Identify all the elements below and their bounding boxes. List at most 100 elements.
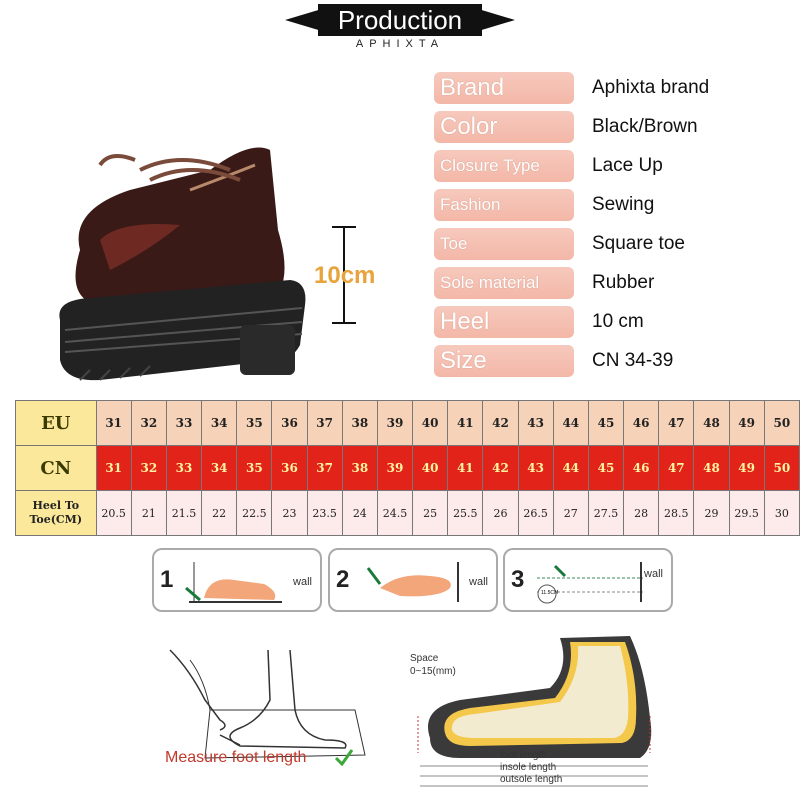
size-cell: 44 (552, 400, 589, 446)
size-cell: 25.5 (447, 490, 484, 536)
step-number: 3 (511, 566, 525, 593)
size-cell: 34 (201, 400, 238, 446)
size-cell: 49 (728, 400, 765, 446)
size-cell: 45 (587, 400, 625, 446)
size-cell: 50 (763, 445, 800, 491)
banner-subtitle: APHIXTA (355, 38, 445, 50)
size-cell: 30 (763, 490, 800, 536)
size-cell: 29 (693, 490, 730, 536)
size-cell: 35 (236, 400, 273, 446)
eu-label: EU (15, 400, 97, 446)
size-cell: 36 (271, 445, 308, 491)
size-cell: 34 (201, 445, 238, 491)
spec-value: Sewing (592, 194, 655, 215)
step-number: 2 (336, 566, 350, 593)
size-cell: 40 (412, 445, 449, 491)
heel-to-toe-label-line2: Toe(CM) (29, 513, 83, 526)
measure-ruler-icon (537, 562, 643, 604)
measure-step-2: 2 wall (328, 548, 498, 612)
size-cell: 32 (130, 400, 167, 446)
size-cell: 22.5 (236, 490, 273, 536)
size-cell: 43 (517, 445, 554, 491)
spec-value: Rubber (592, 272, 655, 293)
spec-row: Size CN 34-39 (434, 345, 774, 377)
spec-value: 10 cm (592, 311, 644, 332)
heel-to-toe-label-line1: Heel To (32, 499, 80, 512)
heel-height-marker (332, 226, 356, 324)
space-range: 0~15(mm) (410, 666, 456, 677)
spec-key: Size (434, 345, 574, 377)
size-cell: 42 (482, 445, 519, 491)
size-cell: 28 (623, 490, 660, 536)
spec-row: Brand Aphixta brand (434, 72, 774, 104)
size-cell: 42 (482, 400, 519, 446)
size-cell: 24 (341, 490, 378, 536)
measure-badge: 11.5CM (541, 590, 559, 596)
heel-height-label: 10cm (314, 262, 376, 289)
header-banner: Production APHIXTA (0, 0, 800, 60)
wall-label: wall (293, 576, 312, 588)
size-cell: 31 (95, 400, 132, 446)
measure-foot-sketch (169, 649, 366, 759)
spec-value: Aphixta brand (592, 77, 710, 98)
wall-label: wall (644, 568, 663, 580)
space-label: Space (410, 653, 439, 664)
spec-key: Brand (434, 72, 574, 104)
size-cell: 27 (552, 490, 589, 536)
measure-step-3: 3 11.5CM wall (503, 548, 673, 612)
size-cell: 38 (341, 445, 378, 491)
size-cell: 23 (271, 490, 308, 536)
spec-value: CN 34-39 (592, 350, 674, 371)
outsole-length-label: outsole length (500, 774, 563, 785)
size-cell: 36 (271, 400, 308, 446)
size-cell: 41 (447, 400, 484, 446)
size-cell: 33 (165, 445, 203, 491)
size-cell: 43 (517, 400, 554, 446)
spec-row: Sole material Rubber (434, 267, 774, 299)
size-cell: 39 (376, 400, 414, 446)
heel-to-toe-label: Heel To Toe(CM) (15, 490, 97, 536)
foot-side-icon (185, 562, 282, 603)
banner-title: Production (318, 4, 482, 36)
size-cell: 50 (763, 400, 800, 446)
spec-key: Closure Type (434, 150, 574, 182)
size-cell: 21 (130, 490, 167, 536)
foot-length-label: foot length (500, 750, 547, 761)
size-cell: 20.5 (95, 490, 132, 536)
wall-label: wall (469, 576, 488, 588)
foot-top-icon (366, 562, 459, 602)
size-cell: 25 (412, 490, 449, 536)
size-cell: 26 (482, 490, 519, 536)
size-cell: 48 (693, 400, 730, 446)
size-cell: 44 (552, 445, 589, 491)
cn-label: CN (15, 445, 97, 491)
size-cell: 46 (623, 400, 660, 446)
check-icon (334, 749, 354, 766)
step-number: 1 (160, 566, 174, 593)
spec-key: Color (434, 111, 574, 143)
size-cell: 35 (236, 445, 273, 491)
size-cell: 37 (306, 445, 343, 491)
size-cell: 31 (95, 445, 132, 491)
foot-in-shoe-diagram (417, 636, 652, 787)
size-cell: 26.5 (517, 490, 554, 536)
size-cell: 23.5 (306, 490, 343, 536)
spec-value: Lace Up (592, 155, 663, 176)
size-cell: 33 (165, 400, 203, 446)
size-cell: 39 (376, 445, 414, 491)
measure-caption: Measure foot length (165, 749, 307, 766)
insole-length-label: insole length (500, 762, 557, 773)
size-cell: 49 (728, 445, 765, 491)
size-cell: 41 (447, 445, 484, 491)
size-cell: 40 (412, 400, 449, 446)
shoe-image (59, 147, 306, 381)
size-cell: 38 (341, 400, 378, 446)
spec-key: Sole material (434, 267, 574, 299)
